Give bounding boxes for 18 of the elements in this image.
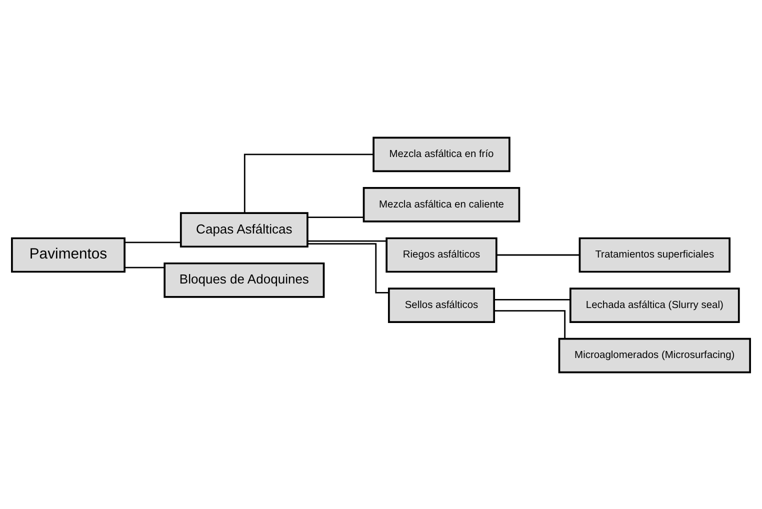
node-box: Sellos asfálticos bbox=[388, 287, 496, 322]
connector bbox=[308, 216, 364, 218]
connector bbox=[494, 298, 570, 300]
node-box: Riegos asfálticos bbox=[386, 236, 498, 272]
node-box: Mezcla asfáltica en caliente bbox=[362, 186, 520, 222]
connector bbox=[244, 153, 374, 212]
node-box: Tratamientos superficiales bbox=[578, 236, 730, 272]
connector bbox=[496, 254, 580, 256]
node-box: Mezcla asfáltica en frío bbox=[372, 136, 510, 172]
connector bbox=[494, 310, 566, 338]
node-box: Microaglomerados (Microsurfacing) bbox=[558, 337, 751, 373]
node-box: Pavimentos bbox=[11, 236, 126, 272]
connector bbox=[308, 240, 386, 242]
connector bbox=[124, 241, 181, 243]
connector bbox=[124, 266, 164, 268]
node-box: Bloques de Adoquines bbox=[164, 262, 325, 298]
node-box: Lechada asfáltica (Slurry seal) bbox=[569, 287, 740, 322]
node-box: Capas Asfálticas bbox=[180, 212, 308, 248]
